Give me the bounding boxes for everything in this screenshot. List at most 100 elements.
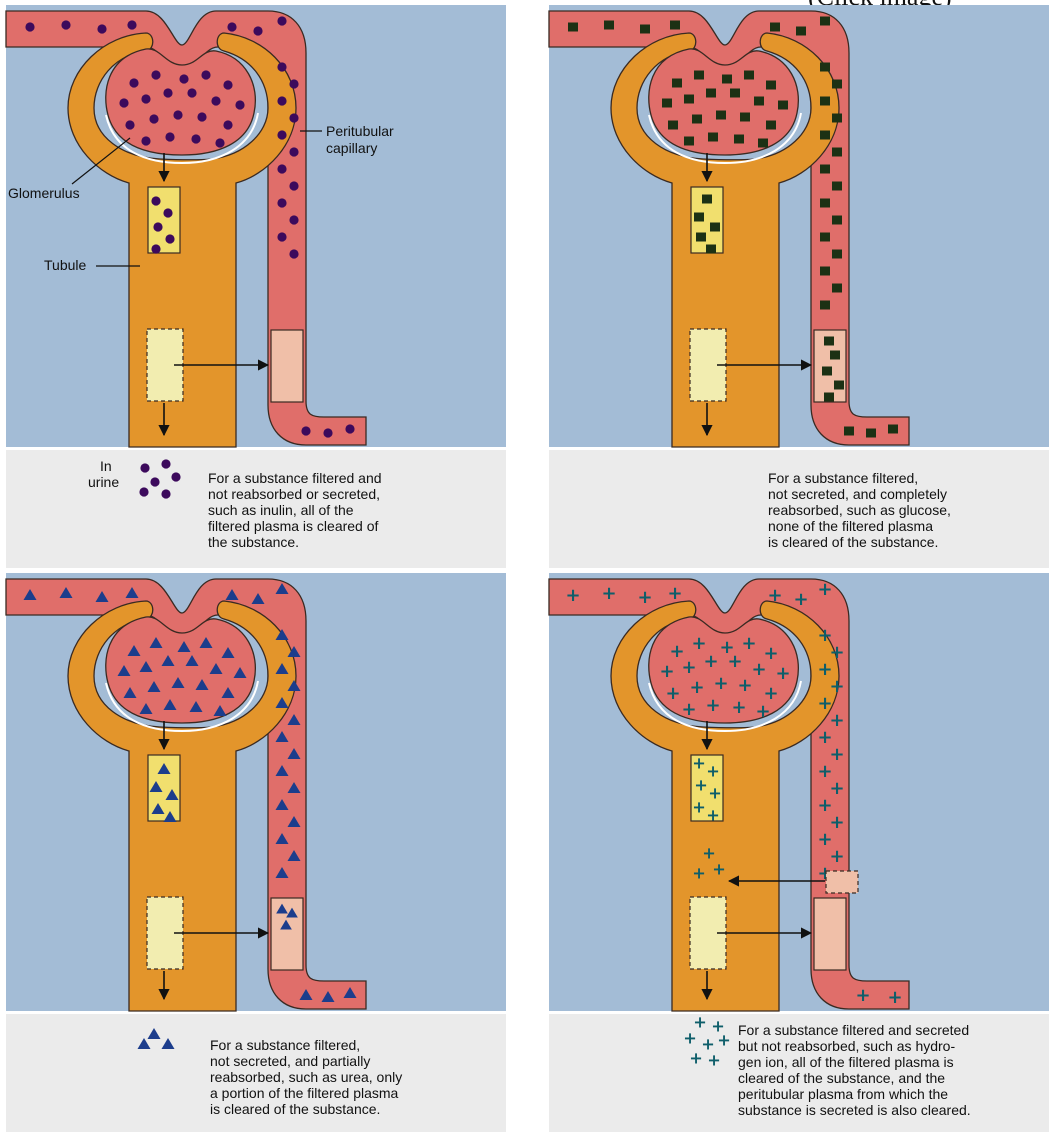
glomerulus-marker <box>668 121 678 130</box>
capillary-marker <box>832 182 842 191</box>
urine-marker <box>161 459 170 468</box>
glomerulus-marker <box>179 74 188 83</box>
filtrate-marker <box>165 234 174 243</box>
capillary-marker <box>832 114 842 123</box>
glomerulus-marker <box>165 132 174 141</box>
capillary-marker <box>888 425 898 434</box>
glomerulus-marker <box>730 89 740 98</box>
capillary-marker <box>832 284 842 293</box>
glomerulus-marker <box>141 94 150 103</box>
urine-marker: + <box>683 1028 697 1047</box>
glomerulus-marker <box>223 120 232 129</box>
capillary-marker <box>832 80 842 89</box>
capillary-marker <box>820 17 830 26</box>
reabsorbed-marker <box>822 367 832 376</box>
panel-glucose <box>549 5 1049 447</box>
glomerulus-marker <box>191 134 200 143</box>
urine-marker: + <box>689 1048 703 1067</box>
filtrate-marker: + <box>692 753 706 772</box>
tubule-label: Tubule <box>44 257 87 273</box>
glomerulus-marker <box>129 78 138 87</box>
glomerulus-marker <box>722 75 732 84</box>
glomerulus-marker <box>151 70 160 79</box>
glomerulus-marker <box>734 135 744 144</box>
capillary-marker: + <box>887 987 902 1008</box>
glomerulus-marker: + <box>665 683 680 704</box>
capillary-marker <box>277 16 286 25</box>
reabsorbed-marker <box>830 351 840 360</box>
capillary-marker <box>253 26 262 35</box>
glomerulus-marker <box>706 89 716 98</box>
glomerulus-marker <box>187 88 196 97</box>
filtrate-marker: + <box>708 783 722 802</box>
capillary-marker <box>844 427 854 436</box>
filtrate-marker <box>153 222 162 231</box>
capillary-marker <box>25 22 34 31</box>
capillary-marker <box>289 147 298 156</box>
capillary-marker: + <box>565 585 580 606</box>
capillary-marker <box>832 148 842 157</box>
urine-marker <box>161 489 170 498</box>
capillary-marker <box>670 21 680 30</box>
capillary-marker <box>289 79 298 88</box>
glomerulus-marker <box>684 137 694 146</box>
filtrate-marker <box>710 223 720 232</box>
glomerulus-marker <box>744 71 754 80</box>
capillary-marker <box>61 20 70 29</box>
capillary-segment-box <box>271 898 303 970</box>
filtrate-marker: + <box>706 761 720 780</box>
panel-urea <box>6 573 506 1011</box>
capillary-marker <box>289 215 298 224</box>
glomerulus-marker: + <box>659 661 674 682</box>
capillary-marker <box>820 267 830 276</box>
urine-marker: + <box>717 1030 731 1049</box>
filtrate-box <box>148 187 180 253</box>
glomerulus-marker <box>149 114 158 123</box>
secretion-box <box>826 871 858 893</box>
capillary-segment-box <box>814 898 846 970</box>
glomerulus-marker <box>672 79 682 88</box>
glomerulus-marker: + <box>703 651 718 672</box>
caption-urea: For a substance filtered, not secreted, … <box>210 1037 510 1117</box>
capillary-marker <box>820 199 830 208</box>
filtrate-marker <box>151 196 160 205</box>
filtrate-marker: + <box>694 775 708 794</box>
glomerulus-marker <box>740 113 750 122</box>
filtrate-marker <box>694 213 704 222</box>
urine-marker <box>139 487 148 496</box>
glomerulus-marker <box>163 88 172 97</box>
capillary-marker <box>301 426 310 435</box>
glomerulus-label: Glomerulus <box>8 185 80 201</box>
capillary-marker <box>820 63 830 72</box>
capillary-marker <box>277 164 286 173</box>
glomerulus-marker <box>201 70 210 79</box>
capillary-marker: + <box>855 985 870 1006</box>
caption-inulin: For a substance filtered and not reabsor… <box>208 470 508 550</box>
urine-marker <box>171 472 180 481</box>
glomerulus-marker <box>119 98 128 107</box>
capillary-marker <box>796 27 806 36</box>
capillary-marker <box>820 233 830 242</box>
capillary-marker <box>568 23 578 32</box>
capillary-marker <box>866 429 876 438</box>
glomerulus-marker: + <box>751 659 766 680</box>
glomerulus-marker: + <box>705 695 720 716</box>
capillary-marker: + <box>817 579 832 600</box>
capillary-marker <box>289 113 298 122</box>
capillary-segment-box <box>271 330 303 402</box>
panel-inulin <box>6 5 506 447</box>
glomerulus <box>106 617 256 723</box>
capillary-marker <box>820 165 830 174</box>
glomerulus-marker <box>716 111 726 120</box>
glomerulus-marker <box>215 138 224 147</box>
glomerulus-marker <box>754 97 764 106</box>
glomerulus-marker <box>778 101 788 110</box>
capillary-marker <box>127 20 136 29</box>
capillary-marker: + <box>637 587 652 608</box>
capillary-marker <box>289 249 298 258</box>
urine-label: urine <box>88 474 119 490</box>
capillary-marker: + <box>767 585 782 606</box>
glomerulus-marker: + <box>681 699 696 720</box>
capillary-marker <box>277 232 286 241</box>
